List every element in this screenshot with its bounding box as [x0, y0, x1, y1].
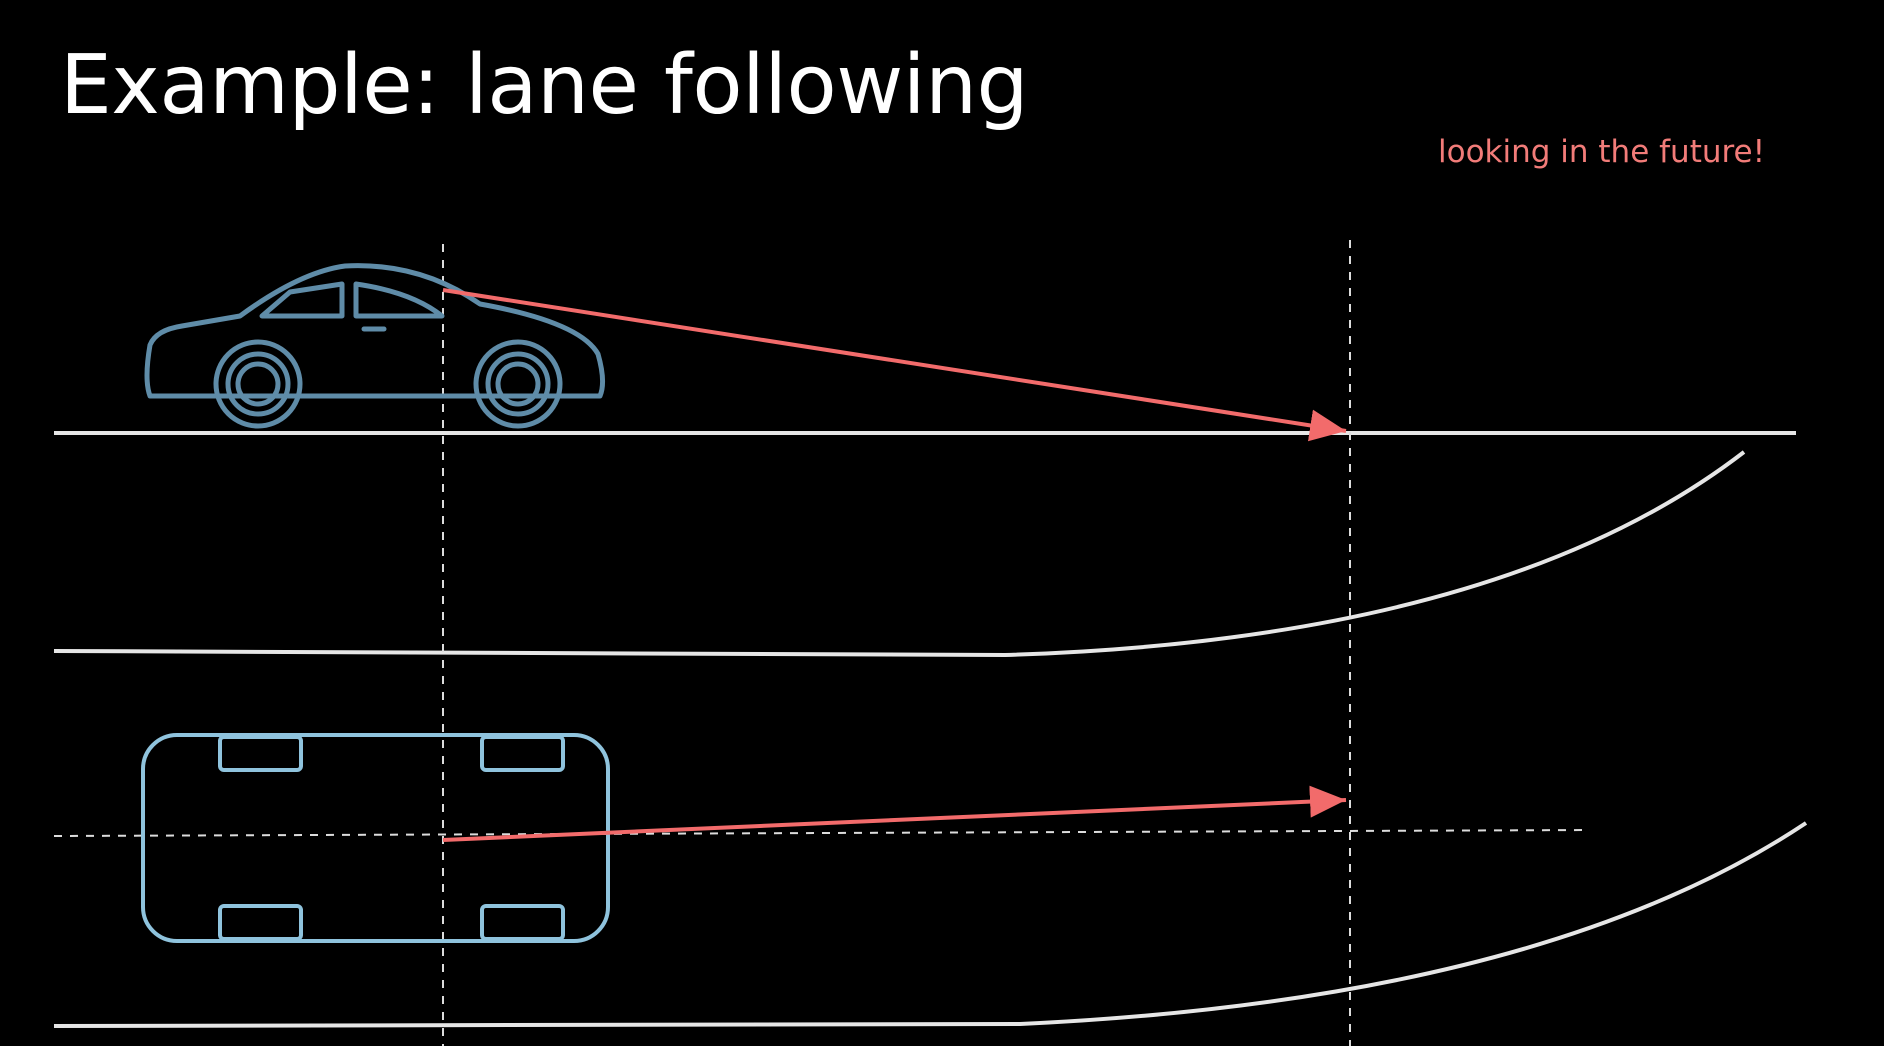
top-view-lower-lane-line	[53, 821, 1808, 1028]
car-side-view-icon	[144, 263, 606, 429]
top-view-upper-lane-line	[53, 450, 1746, 658]
lane-center-guide	[53, 829, 1591, 837]
slide-title: Example: lane following	[60, 38, 1029, 133]
side-view-lookahead-arrow	[442, 288, 1347, 442]
future-annotation: looking in the future!	[1438, 134, 1766, 170]
car-top-view-icon	[141, 733, 610, 943]
top-view-lookahead-arrow	[442, 785, 1347, 842]
